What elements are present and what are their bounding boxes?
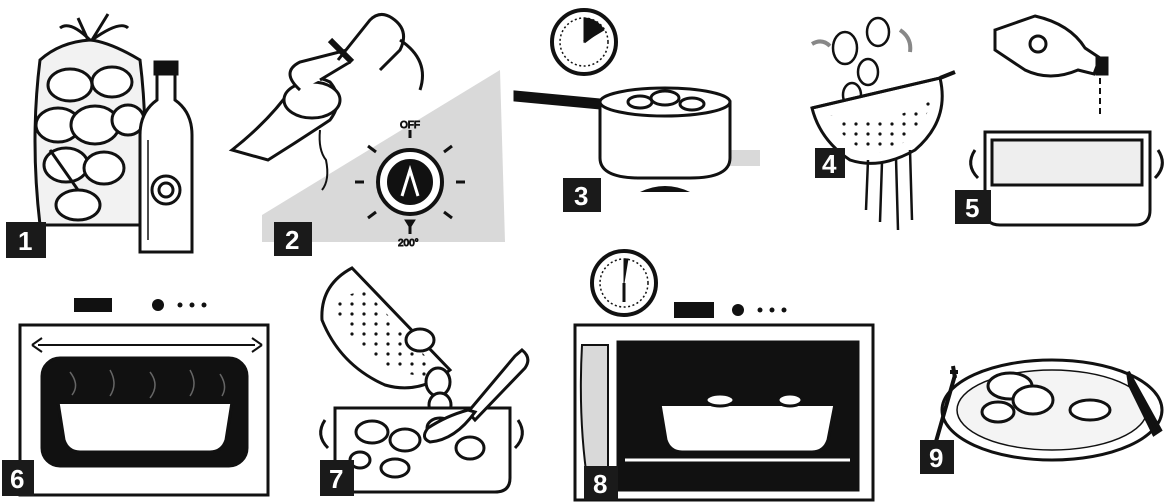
pouring-bottle-icon xyxy=(995,16,1107,115)
potato-bag-icon xyxy=(35,14,145,225)
svg-text:5: 5 xyxy=(965,193,979,223)
svg-text:1: 1 xyxy=(18,226,32,256)
oven-icon xyxy=(575,325,873,500)
step-number-badge: 2 xyxy=(274,222,312,256)
step-number-badge: 5 xyxy=(955,190,991,224)
svg-text:4: 4 xyxy=(822,149,837,179)
oil-bottle-icon xyxy=(140,62,192,252)
timer-clock-icon xyxy=(592,251,656,315)
step-5-panel: 5 xyxy=(955,16,1162,225)
step-2-panel: OFF 200° 2 xyxy=(232,14,505,256)
oven-control-panel xyxy=(674,302,787,318)
dial-off-label: OFF xyxy=(400,120,420,131)
dial-temperature-label: 200° xyxy=(398,238,419,249)
step-number-badge: 4 xyxy=(815,148,845,179)
oven-control-panel xyxy=(74,298,207,312)
step-7-panel: 7 xyxy=(320,268,528,496)
svg-text:2: 2 xyxy=(285,225,299,255)
svg-text:7: 7 xyxy=(329,464,343,494)
timer-clock-icon xyxy=(552,10,616,74)
step-1-panel: 1 xyxy=(6,14,192,258)
step-number-badge: 3 xyxy=(563,178,601,212)
svg-text:3: 3 xyxy=(574,181,588,211)
baking-dish-icon xyxy=(971,132,1163,225)
step-9-panel: 9 xyxy=(920,360,1162,474)
step-8-panel: 8 xyxy=(575,251,873,500)
svg-text:9: 9 xyxy=(929,443,943,473)
cooking-pot-icon xyxy=(515,88,760,192)
svg-text:6: 6 xyxy=(10,464,24,494)
step-number-badge: 1 xyxy=(6,222,46,258)
step-4-panel: 4 xyxy=(812,18,955,230)
step-number-badge: 8 xyxy=(584,466,618,500)
svg-text:8: 8 xyxy=(593,469,607,499)
step-number-badge: 9 xyxy=(920,440,954,474)
step-number-badge: 7 xyxy=(320,460,354,496)
oven-icon xyxy=(20,325,268,495)
step-3-panel: 3 xyxy=(515,10,760,212)
step-number-badge: 6 xyxy=(2,460,34,496)
tilted-colander-icon xyxy=(322,268,451,417)
step-6-panel: 6 xyxy=(2,298,268,496)
